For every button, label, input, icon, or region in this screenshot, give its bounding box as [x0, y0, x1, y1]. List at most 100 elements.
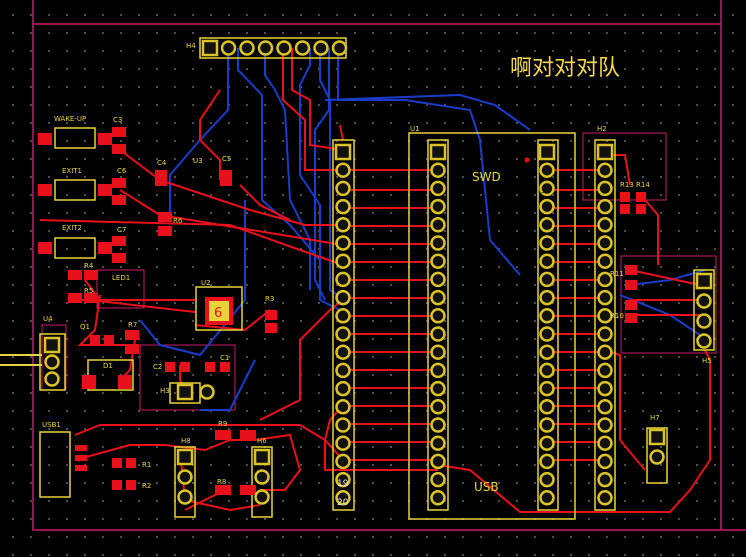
h2-pad-13 [597, 362, 613, 379]
h2-pad-19 [597, 471, 613, 488]
left-header-pad-10 [335, 308, 351, 324]
left-header-pad-4 [335, 198, 351, 215]
u4-pad-3 [44, 371, 60, 387]
h2-pad-14 [597, 380, 613, 397]
u1-left-pad-16 [430, 417, 446, 433]
h2-pad-1 [596, 143, 614, 161]
left-header-pad-18 [335, 453, 351, 470]
u1-right-pad-14 [539, 380, 555, 397]
pin-label-left-4: 4 [340, 204, 345, 213]
u1-left-pad-17 [430, 435, 446, 451]
u1-left-pad-19 [430, 471, 446, 488]
left-header-pad-7 [335, 253, 351, 269]
u1-right-pad-20 [539, 490, 555, 506]
left-header-pad-16 [335, 417, 351, 433]
label-c3: C3 [113, 116, 122, 124]
label-h3: H3 [160, 387, 170, 395]
u1-left-pad-7 [430, 253, 446, 269]
left-header-pad-6 [335, 235, 351, 251]
label-usb1: USB1 [42, 421, 61, 429]
u1-left-pad-20 [430, 490, 446, 506]
board-outline [32, 0, 746, 531]
label-r1: R1 [142, 461, 151, 469]
u1-left-pad-2 [430, 162, 446, 178]
u1-left-pad-5 [430, 217, 446, 233]
label-d1: D1 [103, 362, 113, 370]
h3-pad-2 [199, 384, 215, 400]
h6-pad-3 [254, 489, 270, 505]
pin-number-labels: 3 4 19 20 3 4 33 [337, 186, 551, 508]
pin-label-inner-3: 3 [435, 186, 440, 195]
u1-left-pad-4 [430, 198, 446, 215]
label-r11: R11 [610, 270, 624, 278]
u1-left-pad-13 [430, 362, 446, 379]
silkscreen-outlines [39, 37, 715, 520]
label-r14: R14 [636, 181, 650, 189]
label-q1: Q1 [80, 323, 90, 331]
u1-right-pad-16 [539, 417, 555, 433]
through-hole-pads [43, 39, 713, 506]
label-swd: SWD [472, 170, 501, 184]
left-header-pad-11 [335, 326, 351, 342]
label-u1: U1 [410, 125, 420, 133]
h2-pad-6 [597, 235, 613, 251]
u1-right-pad-10 [539, 308, 555, 324]
h8-pad-3 [177, 489, 193, 505]
pin-label-left-20: 20 [337, 498, 349, 508]
h2-pad-9 [597, 289, 613, 306]
h2-pad-18 [597, 453, 613, 470]
label-usb: USB [474, 480, 499, 494]
h2-pad-20 [597, 490, 613, 506]
u1-left-pad-11 [430, 326, 446, 342]
label-u4: U4 [43, 315, 53, 323]
left-header-pad-1 [334, 143, 352, 161]
left-header-pad-13 [335, 362, 351, 379]
u2-die [209, 301, 229, 321]
u1-right-pad-11 [539, 326, 555, 342]
h4-pad-8 [331, 40, 348, 56]
u1-left-pad-14 [430, 380, 446, 397]
board-title: 啊对对对队 [510, 56, 620, 81]
left-header-pad-20 [335, 490, 351, 506]
label-c5: C5 [222, 155, 231, 163]
h8-pad-1 [176, 448, 194, 466]
h6-pad-1 [253, 448, 271, 466]
label-r10: R10 [610, 312, 624, 320]
h4-pad-5 [276, 40, 292, 56]
h2-pad-3 [597, 180, 613, 197]
label-r3: R3 [265, 295, 274, 303]
u2-marking: 6 [214, 306, 222, 321]
label-c2: C2 [153, 363, 162, 371]
h4-pad-4 [257, 40, 274, 56]
u1-right-pad-13 [539, 362, 555, 379]
u1-left-pad-15 [430, 399, 446, 415]
label-exit2: EXIT2 [62, 224, 82, 232]
label-h5: H5 [702, 357, 712, 365]
h2-pad-11 [597, 326, 613, 342]
h5-pad-1 [695, 272, 713, 290]
label-exit1: EXIT1 [62, 167, 82, 175]
left-header-pad-12 [335, 344, 351, 360]
pin-label-inner-33: 33 [541, 186, 551, 195]
left-header-pad-2 [335, 162, 351, 178]
u1-right-pad-17 [539, 435, 555, 451]
u1-right-pad-7 [539, 253, 555, 269]
h2-pad-7 [597, 253, 613, 269]
silkscreen-labels: 啊对对对队 H4 U1 H2 SWD USB WAKE-UP EXIT1 EXI… [42, 42, 712, 494]
u1-right-pad-12 [539, 344, 555, 360]
left-header-pad-3 [335, 180, 351, 197]
u4-pad-2 [44, 354, 60, 370]
left-header-pad-15 [335, 399, 351, 415]
u1-right-pad-6 [539, 235, 555, 251]
u1-right-pad-9 [539, 289, 555, 306]
u1-right-pad-8 [539, 271, 555, 288]
h3-pad-1 [176, 383, 194, 401]
label-c4: C4 [157, 159, 167, 167]
h4-pad-7 [313, 40, 329, 56]
h5-pad-3 [696, 313, 712, 329]
u1-left-pad-10 [430, 308, 446, 324]
left-header-pad-14 [335, 380, 351, 397]
label-led1: LED1 [112, 274, 130, 282]
u1-left-pad-12 [430, 344, 446, 360]
h2-pad-15 [597, 399, 613, 415]
